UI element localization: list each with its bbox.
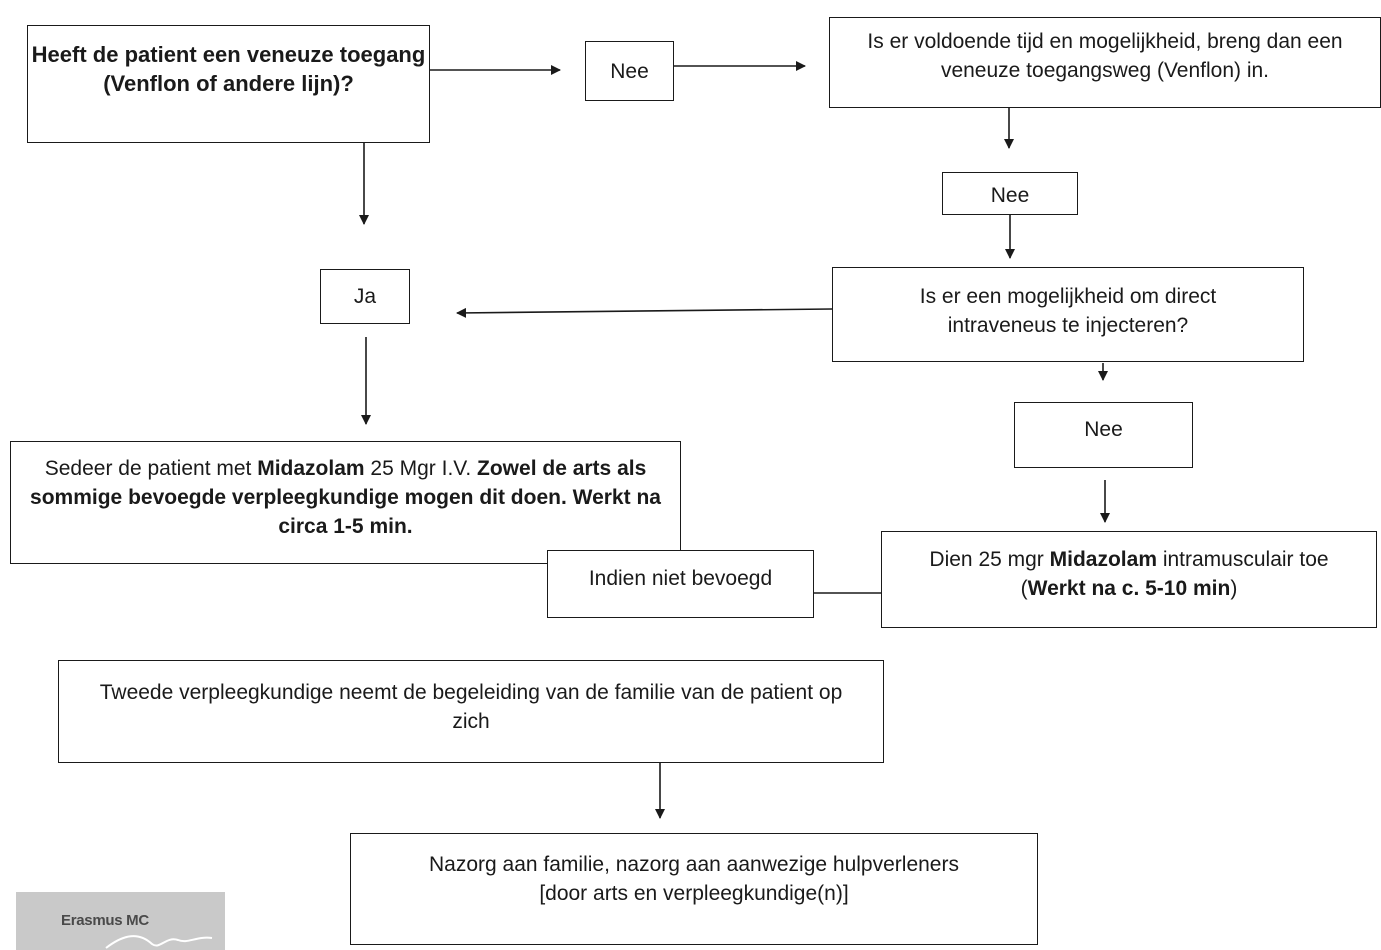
im-note: Werkt na c. 5-10 min bbox=[1027, 577, 1231, 600]
label-indien-niet-bevoegd: Indien niet bevoegd bbox=[588, 567, 773, 590]
aftercare-line-2: [door arts en verpleegkundige(n)] bbox=[539, 882, 849, 905]
question-insert-access-box: Is er voldoende tijd en mogelijkheid, br… bbox=[829, 17, 1381, 108]
sedate-text-1: Sedeer de patient met bbox=[44, 457, 258, 480]
family-guidance-text: Tweede verpleegkundige neemt de begeleid… bbox=[99, 681, 843, 733]
family-guidance-box: Tweede verpleegkundige neemt de begeleid… bbox=[58, 660, 884, 763]
label-ja: Ja bbox=[353, 285, 377, 308]
label-nee-third: Nee bbox=[1084, 418, 1123, 441]
aftercare-line-1: Nazorg aan familie, nazorg aan aanwezige… bbox=[429, 853, 959, 876]
intramuscular-instruction-box: Dien 25 mgr Midazolam intramusculair toe… bbox=[881, 531, 1377, 628]
question-direct-iv-box: Is er een mogelijkheid om direct intrave… bbox=[832, 267, 1304, 362]
label-indien-box: Indien niet bevoegd bbox=[547, 550, 814, 618]
arrow-direct-iv-to-ja bbox=[456, 307, 833, 318]
question-venous-access-text: Heeft de patient een veneuze toegang (Ve… bbox=[31, 42, 426, 96]
label-nee-third-box: Nee bbox=[1014, 402, 1193, 468]
sedate-drug-name: Midazolam bbox=[257, 457, 365, 480]
question-venous-access-box: Heeft de patient een veneuze toegang (Ve… bbox=[27, 25, 430, 143]
label-nee-first: Nee bbox=[610, 60, 649, 83]
sedate-text-2: 25 Mgr I.V. bbox=[364, 457, 478, 480]
aftercare-box: Nazorg aan familie, nazorg aan aanwezige… bbox=[350, 833, 1038, 945]
im-text-3: ) bbox=[1230, 577, 1238, 600]
sedate-note: Zowel de arts als sommige bevoegde verpl… bbox=[30, 457, 661, 538]
im-drug-name: Midazolam bbox=[1049, 548, 1157, 571]
logo-text: Erasmus MC bbox=[61, 912, 149, 929]
im-text-1: Dien 25 mgr bbox=[929, 548, 1050, 571]
question-insert-access-text: Is er voldoende tijd en mogelijkheid, br… bbox=[867, 30, 1343, 82]
sedate-instruction-box: Sedeer de patient met Midazolam 25 Mgr I… bbox=[10, 441, 681, 564]
question-direct-iv-text: Is er een mogelijkheid om direct intrave… bbox=[919, 285, 1217, 337]
label-ja-box: Ja bbox=[320, 269, 410, 324]
label-nee-second: Nee bbox=[990, 184, 1030, 207]
im-text-2: intramusculair toe ( bbox=[1020, 548, 1329, 600]
label-nee-first-box: Nee bbox=[585, 41, 674, 101]
erasmus-mc-logo: Erasmus MC bbox=[16, 892, 225, 950]
label-nee-second-box: Nee bbox=[942, 172, 1078, 215]
logo-script-mark bbox=[105, 935, 213, 949]
